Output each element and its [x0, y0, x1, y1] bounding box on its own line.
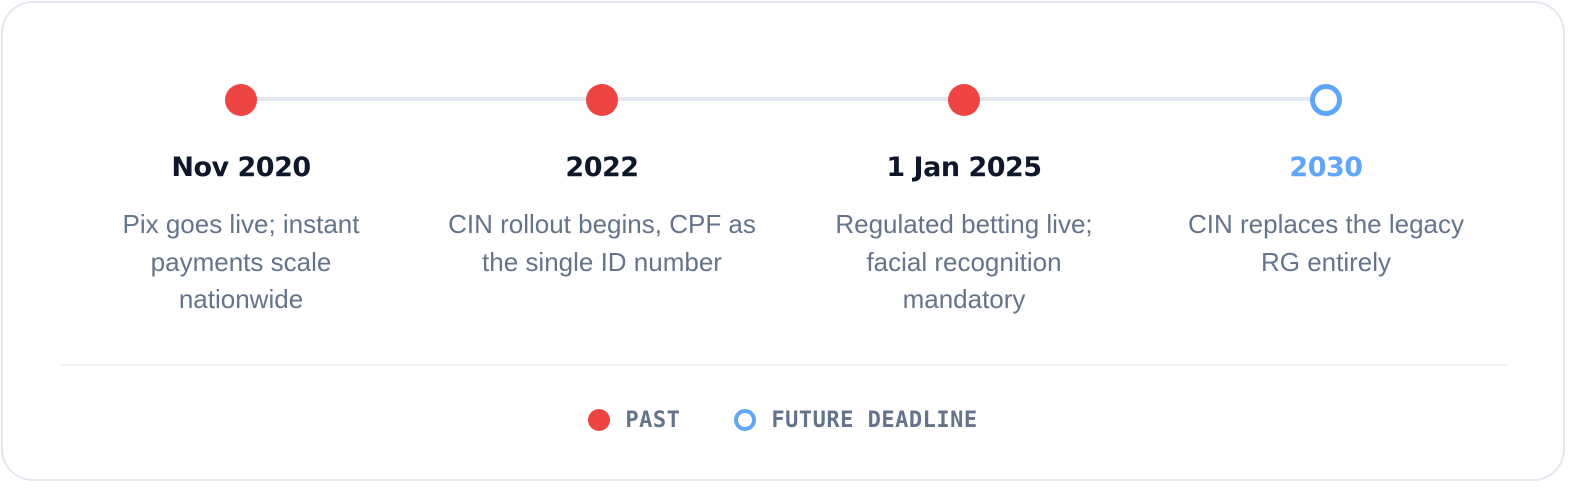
- legend-label-past: PAST: [625, 407, 681, 433]
- event-description-line: the single ID number: [482, 246, 722, 277]
- past-marker-dot: [225, 84, 257, 116]
- future-ring-icon: [734, 409, 757, 431]
- legend-item-past: PAST: [588, 408, 680, 433]
- event-date: 2022: [565, 152, 639, 183]
- event-date: Nov 2020: [171, 152, 311, 183]
- event-description: Regulated betting live; facial recogniti…: [794, 206, 1134, 319]
- past-marker-dot: [948, 84, 980, 116]
- event-description-line: mandatory: [902, 284, 1026, 314]
- event-description: CIN replaces the legacy RG entirely: [1156, 206, 1496, 281]
- event-description-line: CIN replaces the legacy: [1187, 209, 1465, 239]
- legend: PAST FUTURE DEADLINE: [0, 402, 1566, 438]
- event-description: CIN rollout begins, CPF as the single ID…: [432, 206, 772, 281]
- event-description-line: payments scale: [150, 246, 332, 277]
- event-description-line: CIN rollout begins, CPF as: [448, 209, 756, 239]
- event-date: 2030: [1289, 152, 1363, 183]
- event-description-line: facial recognition: [866, 246, 1062, 277]
- legend-item-future: FUTURE DEADLINE: [734, 408, 977, 433]
- event-description: Pix goes live; instant payments scale na…: [71, 206, 411, 319]
- past-dot-icon: [588, 409, 611, 431]
- future-marker-dot: [1310, 84, 1342, 116]
- event-description-line: nationwide: [178, 284, 304, 314]
- legend-divider: [61, 364, 1507, 366]
- timeline-card: [1, 1, 1565, 481]
- event-description-line: RG entirely: [1260, 246, 1392, 277]
- event-description-line: Regulated betting live;: [835, 209, 1093, 239]
- legend-label-future: FUTURE DEADLINE: [771, 407, 978, 433]
- timeline-track: [241, 97, 1326, 101]
- past-marker-dot: [586, 84, 618, 116]
- event-description-line: Pix goes live; instant: [122, 209, 360, 239]
- event-date: 1 Jan 2025: [886, 152, 1042, 183]
